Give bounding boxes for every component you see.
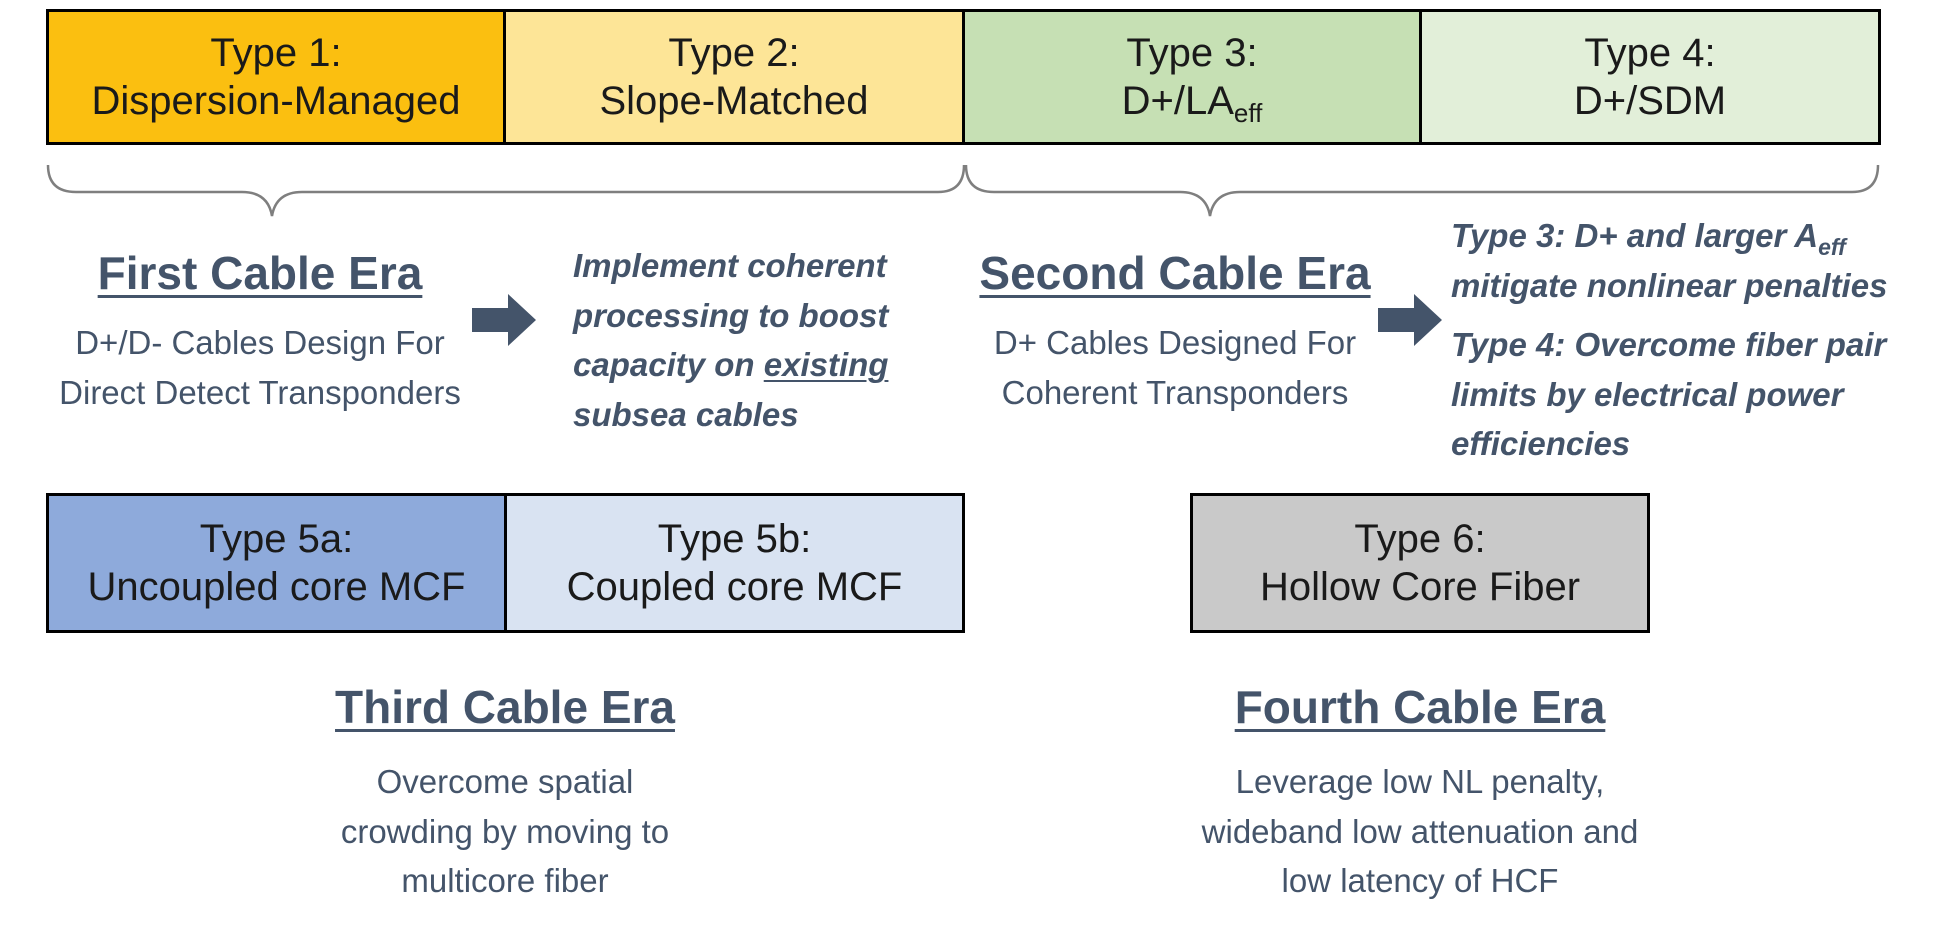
type3-name: D+/LAeff	[1121, 79, 1263, 128]
type1-name: Dispersion-Managed	[91, 79, 461, 123]
type5a-box: Type 5a: Uncoupled core MCF	[46, 493, 507, 633]
type6-label: Type 6:	[1354, 517, 1486, 561]
type1-box: Type 1: Dispersion-Managed	[46, 9, 506, 145]
type5a-name: Uncoupled core MCF	[87, 565, 466, 609]
type5b-box: Type 5b: Coupled core MCF	[504, 493, 965, 633]
fourth-era-title: Fourth Cable Era	[1234, 681, 1606, 733]
type2-label: Type 2:	[668, 31, 800, 75]
type2-name: Slope-Matched	[599, 79, 869, 123]
third-era-title: Third Cable Era	[335, 681, 675, 733]
fourth-era-description: Leverage low NL penalty, wideband low at…	[1201, 763, 1639, 899]
first-era-brace	[46, 164, 966, 217]
type4-name: D+/SDM	[1573, 79, 1727, 123]
coherent-note: Implement coherent processing to boost c…	[573, 247, 889, 433]
first-era-description: D+/D- Cables Design For Direct Detect Tr…	[59, 324, 461, 411]
type3-box: Type 3: D+/LAeff	[962, 9, 1422, 145]
type5b-name: Coupled core MCF	[566, 565, 903, 609]
type4-box: Type 4: D+/SDM	[1419, 9, 1881, 145]
type4-note: Type 4: Overcome fiber pair limits by el…	[1451, 326, 1887, 462]
second-era-brace	[964, 164, 1880, 217]
type6-box: Type 6: Hollow Core Fiber	[1190, 493, 1650, 633]
type5b-label: Type 5b:	[657, 517, 812, 561]
arrow-right-icon	[1378, 294, 1442, 346]
type3-label: Type 3:	[1126, 31, 1258, 75]
second-era-title: Second Cable Era	[979, 247, 1371, 299]
type5a-label: Type 5a:	[199, 517, 354, 561]
type6-name: Hollow Core Fiber	[1259, 565, 1581, 609]
second-era-description: D+ Cables Designed For Coherent Transpon…	[993, 324, 1357, 411]
type3-note: Type 3: D+ and larger Aeff mitigate nonl…	[1451, 217, 1888, 304]
type4-label: Type 4:	[1584, 31, 1716, 75]
arrow-right-icon	[472, 294, 536, 346]
era-braces	[46, 164, 1880, 217]
third-era-description: Overcome spatial crowding by moving to m…	[340, 763, 670, 899]
type1-label: Type 1:	[210, 31, 342, 75]
first-era-title: First Cable Era	[97, 247, 423, 299]
